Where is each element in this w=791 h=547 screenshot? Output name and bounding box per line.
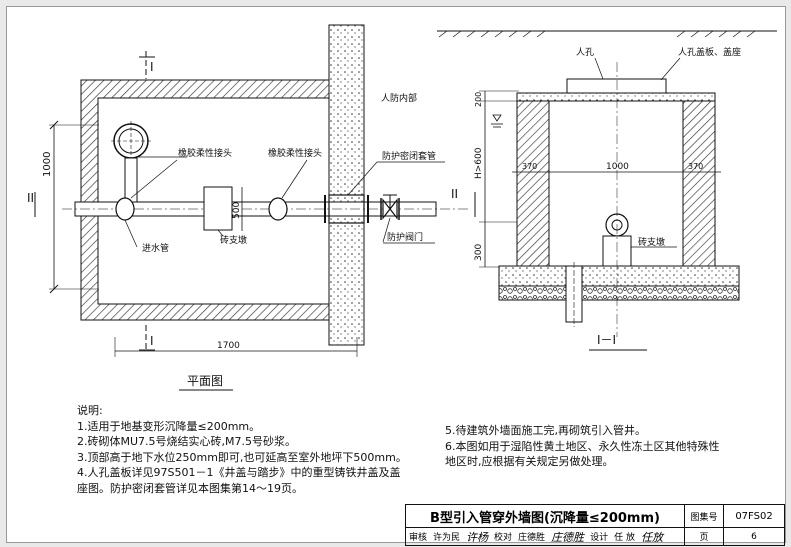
plan-dim-1000: 1000 xyxy=(42,152,53,177)
note-line: 3.顶部高于地下水位250mm即可,也可延高至室外地坪下500mm。 xyxy=(77,450,407,464)
plan-section-mark-top: I xyxy=(150,60,154,74)
plan-section-ii-right: II xyxy=(451,187,458,201)
section-dim-h: H>600 xyxy=(474,147,484,179)
note-line: 地区时,应根据有关规定另做处理。 xyxy=(445,455,614,468)
plan-label-rubber-joint-1: 橡胶柔性接头 xyxy=(178,147,232,159)
title-block: B型引入管穿外墙图(沉降量≤200mm) 图集号 07FS02 审核 许为民 许… xyxy=(405,504,785,546)
notes-left-column: 说明: 1.适用于地基变形沉降量≤200mm。 2.砖砌体MU7.5号烧结实心砖… xyxy=(77,403,407,496)
section-gravel-bed xyxy=(498,285,740,301)
section-label-brick-pier: 砖支墩 xyxy=(638,236,665,248)
cover-seat-slab xyxy=(516,92,716,102)
section-label-cover: 人孔盖板、盖座 xyxy=(678,46,741,58)
drawing-title: B型引入管穿外墙图(沉降量≤200mm) xyxy=(406,505,685,528)
plan-label-inlet: 进水管 xyxy=(142,242,169,254)
plan-view: I I II II 1000 xyxy=(27,24,476,391)
notes-heading: 说明: xyxy=(77,404,103,417)
checker-signature: 庄德胜 xyxy=(551,530,585,544)
section-caption: I－I xyxy=(597,333,616,347)
plan-label-sleeve: 防护密闭套管 xyxy=(382,150,436,162)
notes-right-column: 5.待建筑外墙面施工完,再砌筑引入管井。 6.本图如用于湿陷性黄土地区、永久性冻… xyxy=(445,423,720,470)
rubber-joint-2 xyxy=(268,197,288,221)
drawing-sheet: I I II II 1000 xyxy=(6,6,786,546)
note-line: 4.人孔盖板详见97S501－1《井盖与踏步》中的重型铸铁井盖及盖 xyxy=(77,466,401,479)
note-line: 6.本图如用于湿陷性黄土地区、永久性冻土区其他特殊性 xyxy=(445,439,720,453)
plan-caption: 平面图 xyxy=(187,374,223,388)
page-number: 6 xyxy=(751,531,757,542)
note-line: 座图。防护密闭套管详见本图集第14～19页。 xyxy=(77,481,303,495)
section-wall-right xyxy=(682,100,716,267)
plan-label-valve: 防护阀门 xyxy=(387,231,423,243)
plan-section-ii-left: II xyxy=(27,191,34,205)
note-line: 5.待建筑外墙面施工完,再砌筑引入管井。 xyxy=(445,424,646,437)
plan-label-brick-pier: 砖支墩 xyxy=(220,234,247,246)
plan-section-mark-bottom: I xyxy=(150,334,154,348)
section-view: 200 H>600 300 370 1000 370 人孔 人孔盖板、盖座 砖支… xyxy=(437,30,777,351)
review-label: 审核 xyxy=(409,533,428,543)
designer-signature: 任放 xyxy=(640,530,663,544)
section-dim-370-right: 370 xyxy=(688,162,703,171)
plan-building-wall xyxy=(328,24,365,346)
reviewer-signature: 许杨 xyxy=(466,530,489,544)
section-wall-left xyxy=(516,100,550,267)
note-line: 1.适用于地基变形沉降量≤200mm。 xyxy=(77,419,261,433)
section-base-slab xyxy=(498,265,740,287)
checker-name: 庄德胜 xyxy=(518,533,546,543)
section-dim-200: 200 xyxy=(474,92,483,107)
page-label: 页 xyxy=(685,528,724,545)
plan-sleeve xyxy=(328,194,365,224)
section-dim-370-left: 370 xyxy=(522,162,537,171)
signature-row: 审核 许为民 许杨 校对 庄德胜 庄德胜 设计 任 放 任放 xyxy=(406,528,685,545)
drawing-canvas: I I II II 1000 xyxy=(27,24,777,391)
plan-brick-pier xyxy=(203,186,233,231)
manhole-cover xyxy=(566,78,667,94)
plan-label-rubber-joint-2: 橡胶柔性接头 xyxy=(268,147,322,159)
atlas-number-value: 07FS02 xyxy=(724,505,784,528)
rubber-joint-1 xyxy=(115,197,135,221)
note-line: 2.砖砌体MU7.5号烧结实心砖,M7.5号砂浆。 xyxy=(77,435,297,448)
section-dim-1000: 1000 xyxy=(606,162,629,172)
check-label: 校对 xyxy=(494,533,513,543)
reviewer-name: 许为民 xyxy=(433,533,461,543)
section-label-manhole: 人孔 xyxy=(576,47,594,58)
designer-name: 任 放 xyxy=(614,533,635,543)
plan-label-interior: 人防内部 xyxy=(381,92,417,104)
section-dim-300: 300 xyxy=(474,244,484,261)
plan-dim-1700: 1700 xyxy=(217,341,240,351)
design-label: 设计 xyxy=(590,533,609,543)
atlas-number-label: 图集号 xyxy=(685,505,724,528)
plan-dim-500: 500 xyxy=(232,202,242,219)
